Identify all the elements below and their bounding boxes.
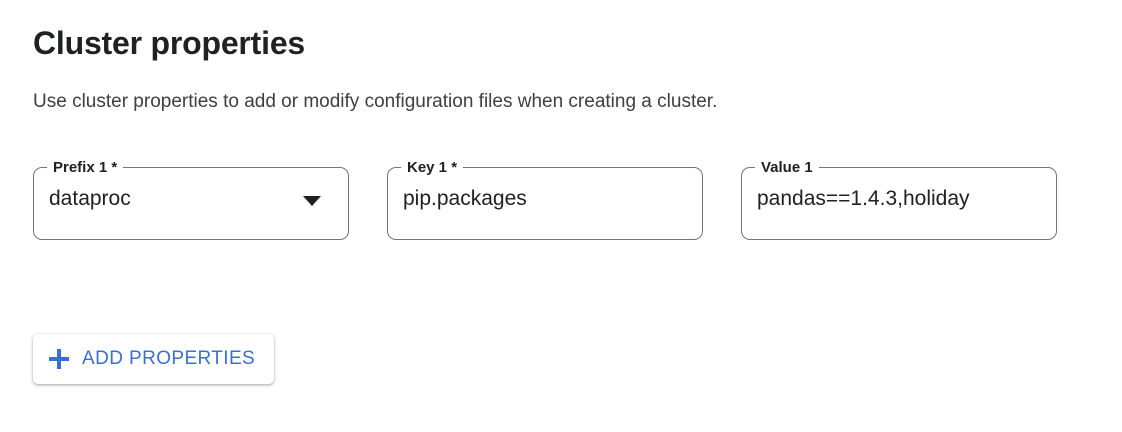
- value-field[interactable]: Value 1 pandas==1.4.3,holiday: [741, 160, 1057, 240]
- value-field-outline: Value 1: [741, 160, 1057, 240]
- add-properties-button[interactable]: ADD PROPERTIES: [33, 334, 275, 384]
- prefix-field-outline: Prefix 1 *: [33, 160, 349, 240]
- prefix-field[interactable]: Prefix 1 * dataproc: [33, 160, 349, 240]
- cluster-properties-section: Cluster properties Use cluster propertie…: [33, 0, 1093, 240]
- prefix-field-label: Prefix 1 *: [53, 159, 118, 176]
- key-field[interactable]: Key 1 * pip.packages: [387, 160, 703, 240]
- section-description: Use cluster properties to add or modify …: [33, 91, 718, 112]
- page-title: Cluster properties: [33, 25, 306, 61]
- value-field-label: Value 1: [761, 159, 813, 176]
- properties-row: Prefix 1 * dataproc Key 1 * pip.packages…: [33, 160, 1093, 240]
- chevron-down-icon[interactable]: [303, 196, 321, 206]
- plus-icon: [49, 349, 69, 369]
- add-properties-label: ADD PROPERTIES: [82, 348, 256, 369]
- key-field-label: Key 1 *: [407, 159, 458, 176]
- value-field-value[interactable]: pandas==1.4.3,holiday: [757, 187, 970, 210]
- prefix-field-value[interactable]: dataproc: [49, 187, 131, 210]
- key-field-outline: Key 1 *: [387, 160, 703, 240]
- key-field-value[interactable]: pip.packages: [403, 187, 527, 210]
